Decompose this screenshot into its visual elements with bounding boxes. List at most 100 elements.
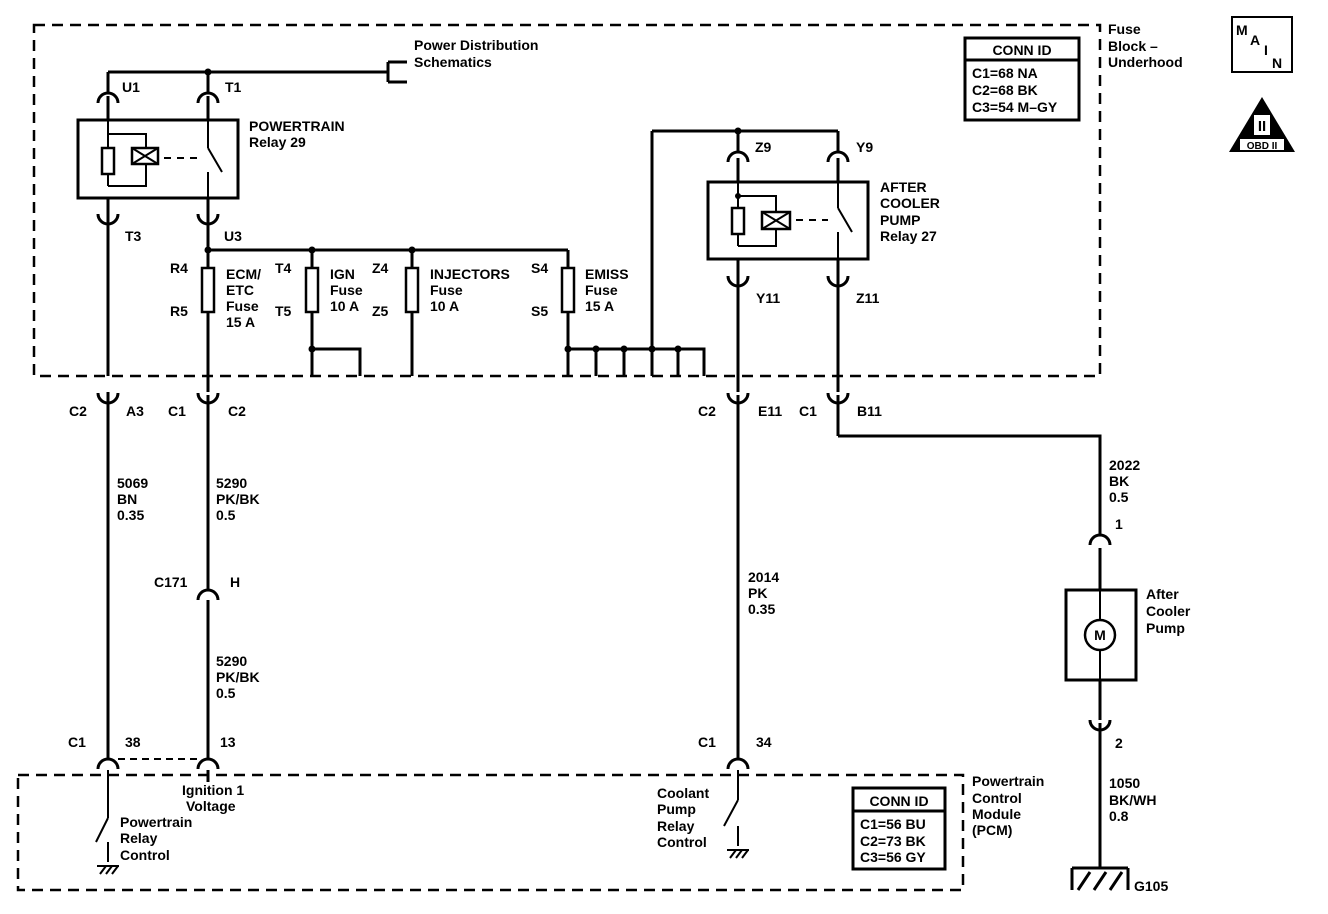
fuse-label: 15 A (226, 314, 255, 330)
fuse-bus (206, 214, 568, 252)
svg-text:A: A (1250, 32, 1260, 48)
fuse-label: Fuse (330, 282, 363, 298)
pin-label: 1 (1115, 516, 1123, 532)
pcm-conn-id-table: CONN ID C1=56 BU C2=73 BK C3=56 GY (851, 786, 947, 871)
connector-label: C1 (168, 403, 186, 419)
svg-text:I: I (1264, 42, 1268, 58)
fuse-ecm-etc: R4 R5 ECM/ ETC Fuse 15 A (170, 250, 261, 376)
pin-label: C2 (228, 403, 246, 419)
svg-text:Control: Control (120, 847, 170, 863)
connector-label: C1 (698, 734, 716, 750)
motor-icon (1083, 618, 1117, 652)
svg-text:N: N (1272, 55, 1282, 71)
pcm-ignition-input: Ignition 1 Voltage (182, 770, 244, 814)
relay-27-name: AFTER (880, 179, 927, 195)
wire-label: BN (117, 491, 137, 507)
main-badge: M A I N (1231, 16, 1293, 73)
fuse-label: IGN (330, 266, 355, 282)
pin-label: S5 (531, 303, 548, 319)
splice-dot (674, 345, 682, 353)
svg-text:G105: G105 (1134, 878, 1168, 894)
svg-text:(PCM): (PCM) (972, 822, 1012, 838)
conn-id-row: C2=68 BK (972, 82, 1038, 98)
emiss-output-bus (568, 129, 838, 376)
svg-text:M: M (1094, 627, 1106, 643)
conn-id-row: C2=73 BK (860, 833, 926, 849)
svg-text:Power Distribution: Power Distribution (414, 37, 538, 53)
circuit-5069: C2 A3 5069 BN 0.35 C1 38 (68, 214, 148, 770)
fuse-label: Fuse (430, 282, 463, 298)
fuse-label: 10 A (430, 298, 459, 314)
pin-label: T3 (125, 228, 142, 244)
fuse-label: Fuse (585, 282, 618, 298)
splice-dot (564, 345, 572, 353)
wire-label: 5069 (117, 475, 148, 491)
ground-icon (727, 849, 749, 859)
connector-label: C1 (799, 403, 817, 419)
circuit-2022: C1 B11 2022 BK 0.5 1 (799, 276, 1140, 546)
ground-icon (97, 865, 119, 875)
conn-id-row: C1=68 NA (972, 65, 1038, 81)
svg-text:II: II (1258, 118, 1266, 135)
svg-text:Control: Control (657, 834, 707, 850)
fuse-injectors: Z4 Z5 INJECTORS Fuse 10 A (372, 250, 510, 376)
pin-label: E11 (758, 403, 782, 419)
pin-label: Z5 (372, 303, 389, 319)
connector-label: C171 (154, 574, 188, 590)
pcm-coolant-pump-control: Coolant Pump Relay Control (657, 770, 749, 859)
fuse-label: ECM/ (226, 266, 261, 282)
splice-dot (620, 345, 628, 353)
pump-label: After (1146, 586, 1179, 602)
svg-text:Underhood: Underhood (1108, 54, 1183, 70)
pin-label: 38 (125, 734, 141, 750)
svg-text:Voltage: Voltage (186, 798, 236, 814)
splice-dot (648, 345, 656, 353)
svg-text:Ignition 1: Ignition 1 (182, 782, 244, 798)
relay-29-name: POWERTRAIN (249, 118, 345, 134)
wire-label: 0.5 (216, 507, 236, 523)
wire-label: 0.35 (748, 601, 775, 617)
power-distribution-link[interactable]: Power Distribution Schematics (108, 37, 538, 84)
relay-27-name: PUMP (880, 212, 920, 228)
wire-label: 0.8 (1109, 808, 1129, 824)
relay-27-name: Relay 27 (880, 228, 937, 244)
fuse-label: Fuse (226, 298, 259, 314)
svg-text:Block –: Block – (1108, 38, 1158, 54)
pin-label: 13 (220, 734, 236, 750)
svg-text:M: M (1236, 22, 1248, 38)
wire-label: 0.5 (216, 685, 236, 701)
pin-label: T1 (225, 79, 242, 95)
connector-label: C2 (698, 403, 716, 419)
conn-id-header: CONN ID (869, 793, 928, 809)
pin-label: R4 (170, 260, 188, 276)
conn-id-row: C3=54 M–GY (972, 99, 1058, 115)
powertrain-relay-29: POWERTRAIN Relay 29 U1 T1 T3 U3 (76, 72, 345, 244)
fuse-label: ETC (226, 282, 254, 298)
obd-ii-icon: II OBD II (1229, 97, 1295, 152)
svg-text:Schematics: Schematics (414, 54, 492, 70)
after-cooler-pump-relay-27: AFTER COOLER PUMP Relay 27 Z9 Y9 Y11 Z11 (706, 131, 940, 306)
wire-label: PK (748, 585, 767, 601)
splice-dot (308, 345, 316, 353)
pin-label: A3 (126, 403, 144, 419)
fuse-label: INJECTORS (430, 266, 510, 282)
svg-text:Powertrain: Powertrain (972, 773, 1044, 789)
pin-label: U3 (224, 228, 242, 244)
wire-label: PK/BK (216, 491, 260, 507)
pcm-relay-control: Powertrain Relay Control (95, 770, 192, 875)
pin-label: S4 (531, 260, 548, 276)
pin-label: 2 (1115, 735, 1123, 751)
wire-label: PK/BK (216, 669, 260, 685)
fuse-label: 10 A (330, 298, 359, 314)
wire-label: 5290 (216, 475, 247, 491)
svg-text:Relay: Relay (120, 830, 158, 846)
pin-label: Z4 (372, 260, 389, 276)
pump-label: Cooler (1146, 603, 1191, 619)
wire-label: 0.35 (117, 507, 144, 523)
fuse-block-title: Fuse Block – Underhood (1108, 21, 1183, 70)
svg-text:Pump: Pump (657, 801, 696, 817)
pin-label: Y9 (856, 139, 873, 155)
ground-g105-icon: G105 (1070, 866, 1168, 894)
conn-id-row: C3=56 GY (860, 849, 926, 865)
